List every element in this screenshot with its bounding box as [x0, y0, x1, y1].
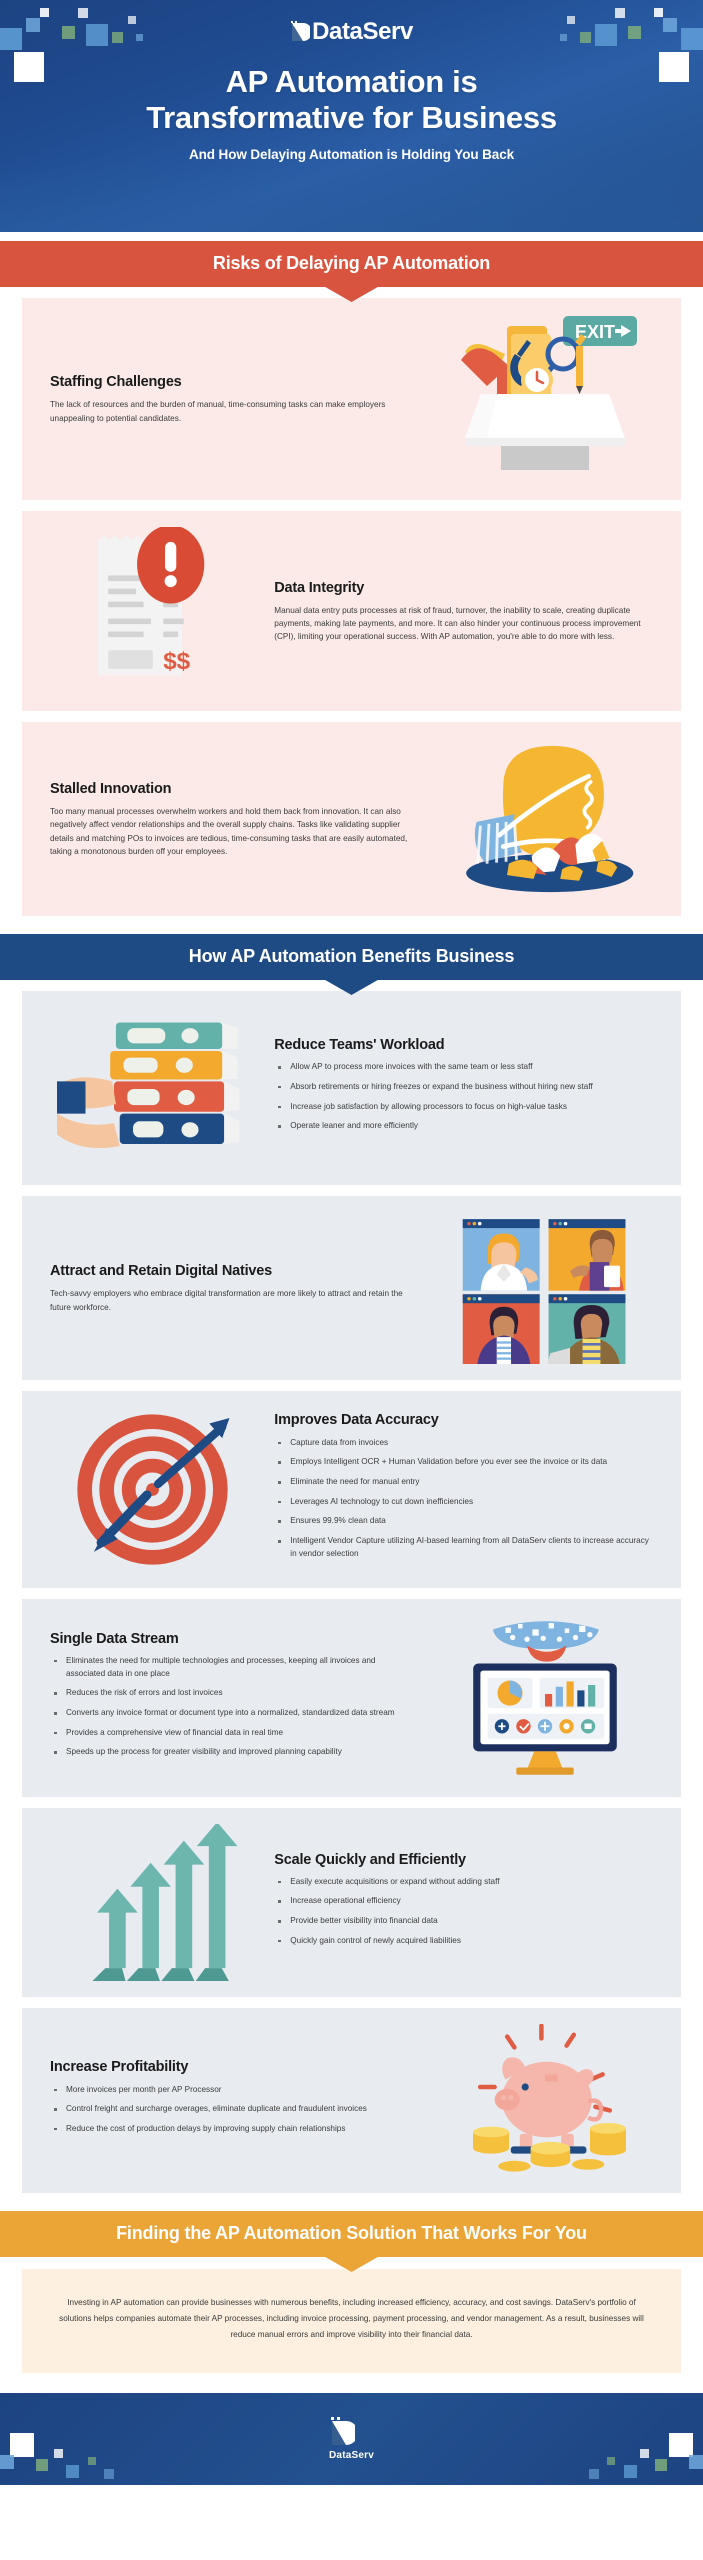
benefit-card-improves-data-accuracy: Improves Data Accuracy Capture data from…: [22, 1391, 681, 1588]
risk-card-body: Manual data entry puts processes at risk…: [274, 605, 641, 642]
benefit-card-text: Reduce Teams' Workload Allow AP to proce…: [264, 1036, 663, 1140]
list-item: Absorb retirements or hiring freezes or …: [274, 1081, 653, 1094]
risk-card-staffing-challenges: Staffing Challenges The lack of resource…: [22, 298, 681, 500]
benefit-card-text: Improves Data Accuracy Capture data from…: [264, 1411, 663, 1567]
footer-logo: DataServ: [329, 2416, 374, 2461]
dataserv-logo-icon: [329, 2416, 374, 2447]
benefit-card-single-data-stream: Single Data Stream Eliminates the need f…: [22, 1599, 681, 1797]
list-item: Reduce the cost of production delays by …: [50, 2123, 416, 2136]
risk-card-data-integrity: Data Integrity Manual data entry puts pr…: [22, 511, 681, 711]
list-item: Speeds up the process for greater visibi…: [50, 1746, 416, 1759]
benefit-card-title: Single Data Stream: [50, 1630, 179, 1647]
invoice-alert-illustration: $$: [40, 527, 264, 695]
svg-text:EXIT: EXIT: [575, 322, 615, 342]
benefit-card-text: Increase Profitability More invoices per…: [40, 2058, 426, 2142]
benefit-card-title: Increase Profitability: [50, 2059, 189, 2076]
pixel-decor-footer-right: [589, 2432, 703, 2479]
hero-subtitle: And How Delaying Automation is Holding Y…: [188, 146, 515, 162]
brand-name: DataServ: [312, 18, 413, 45]
section-banner-solution-label: Finding the AP Automation Solution That …: [116, 2223, 587, 2243]
list-item: Quickly gain control of newly acquired l…: [274, 1935, 653, 1948]
page-footer: DataServ: [0, 2392, 703, 2485]
list-item: Leverages AI technology to cut down inef…: [274, 1496, 653, 1509]
benefit-card-scale-quickly-efficiently: Scale Quickly and Efficiently Easily exe…: [22, 1808, 681, 1997]
broken-lightbulb-illustration: [426, 738, 663, 900]
benefit-card-title: Improves Data Accuracy: [274, 1412, 439, 1429]
piggy-bank-coins-illustration: [426, 2024, 663, 2177]
risk-card-title: Staffing Challenges: [50, 374, 182, 391]
benefit-card-title: Scale Quickly and Efficiently: [274, 1851, 466, 1868]
section-banner-risks: Risks of Delaying AP Automation: [0, 241, 703, 302]
hero-title-line2: Transformative for Business: [146, 99, 557, 135]
benefit-card-body: Tech-savvy employers who embrace digital…: [50, 1289, 403, 1312]
risk-card-text: Stalled Innovation Too many manual proce…: [40, 780, 426, 858]
list-item: Eliminates the need for multiple technol…: [50, 1655, 416, 1680]
conclusion-body: Investing in AP automation can provide b…: [59, 2298, 644, 2339]
list-item: Control freight and surcharge overages, …: [50, 2103, 416, 2116]
benefit-card-increase-profitability: Increase Profitability More invoices per…: [22, 2008, 681, 2193]
risks-list: Staffing Challenges The lack of resource…: [0, 298, 703, 916]
video-call-grid-illustration: [426, 1212, 663, 1364]
risk-card-title: Stalled Innovation: [50, 780, 172, 797]
page-title: AP Automation is Transformative for Busi…: [0, 64, 703, 136]
dollar-signs-label: $$: [163, 648, 190, 675]
pixel-decor-footer-left: [0, 2432, 114, 2479]
section-banner-benefits: How AP Automation Benefits Business: [0, 934, 703, 995]
benefit-card-bullets: Capture data from invoices Employs Intel…: [274, 1437, 653, 1561]
list-item: Ensures 99.9% clean data: [274, 1515, 653, 1528]
list-item: Operate leaner and more efficiently: [274, 1120, 653, 1133]
list-item: More invoices per month per AP Processor: [50, 2084, 416, 2097]
benefit-card-text: Scale Quickly and Efficiently Easily exe…: [264, 1851, 663, 1955]
hero-logo: DataServ: [0, 0, 703, 46]
section-banner-solution: Finding the AP Automation Solution That …: [0, 2211, 703, 2272]
risk-card-body: The lack of resources and the burden of …: [50, 400, 386, 423]
risk-card-text: Data Integrity Manual data entry puts pr…: [264, 579, 663, 644]
benefit-card-attract-retain-digital-natives: Attract and Retain Digital Natives Tech-…: [22, 1196, 681, 1380]
benefit-card-text: Attract and Retain Digital Natives Tech-…: [40, 1262, 426, 1314]
exit-box-illustration: EXIT: [426, 314, 663, 484]
list-item: Increase job satisfaction by allowing pr…: [274, 1101, 653, 1114]
list-item: Intelligent Vendor Capture utilizing AI-…: [274, 1535, 653, 1560]
risk-card-text: Staffing Challenges The lack of resource…: [40, 373, 426, 425]
benefit-card-bullets: Allow AP to process more invoices with t…: [274, 1061, 653, 1133]
conclusion-panel: Investing in AP automation can provide b…: [22, 2269, 681, 2373]
list-item: Allow AP to process more invoices with t…: [274, 1061, 653, 1074]
risk-card-title: Data Integrity: [274, 579, 365, 596]
footer-brand-name: DataServ: [329, 2449, 374, 2461]
section-banner-risks-label: Risks of Delaying AP Automation: [212, 253, 491, 273]
target-dartboard-illustration: [40, 1407, 264, 1572]
risk-card-body: Too many manual processes overwhelm work…: [50, 807, 408, 856]
list-item: Provide better visibility into financial…: [274, 1915, 653, 1928]
stack-of-books-illustration: [40, 1007, 264, 1169]
benefits-list: Reduce Teams' Workload Allow AP to proce…: [0, 991, 703, 2193]
benefit-card-title: Attract and Retain Digital Natives: [50, 1263, 273, 1280]
benefit-card-text: Single Data Stream Eliminates the need f…: [40, 1630, 426, 1766]
list-item: Reduces the risk of errors and lost invo…: [50, 1687, 416, 1700]
benefit-card-reduce-teams-workload: Reduce Teams' Workload Allow AP to proce…: [22, 991, 681, 1185]
benefit-card-bullets: Easily execute acquisitions or expand wi…: [274, 1876, 653, 1948]
dashboard-monitor-illustration: [426, 1615, 663, 1781]
infographic-page: DataServ AP Automation is Transformative…: [0, 0, 703, 2485]
dataserv-logo-icon: [290, 21, 311, 43]
growth-arrows-illustration: [40, 1824, 264, 1981]
benefit-card-title: Reduce Teams' Workload: [274, 1037, 445, 1054]
list-item: Employs Intelligent OCR + Human Validati…: [274, 1456, 653, 1469]
list-item: Converts any invoice format or document …: [50, 1707, 416, 1720]
pixel-decor-left: [0, 8, 143, 82]
list-item: Eliminate the need for manual entry: [274, 1476, 653, 1489]
benefit-card-bullets: More invoices per month per AP Processor…: [50, 2084, 416, 2136]
list-item: Increase operational efficiency: [274, 1895, 653, 1908]
list-item: Provides a comprehensive view of financi…: [50, 1727, 416, 1740]
benefit-card-bullets: Eliminates the need for multiple technol…: [50, 1655, 416, 1759]
section-banner-benefits-label: How AP Automation Benefits Business: [188, 946, 515, 966]
pixel-decor-right: [560, 8, 703, 82]
list-item: Capture data from invoices: [274, 1437, 653, 1450]
hero-header: DataServ AP Automation is Transformative…: [0, 0, 703, 232]
hero-title-line1: AP Automation is: [225, 64, 478, 99]
list-item: Easily execute acquisitions or expand wi…: [274, 1876, 653, 1889]
risk-card-stalled-innovation: Stalled Innovation Too many manual proce…: [22, 722, 681, 916]
